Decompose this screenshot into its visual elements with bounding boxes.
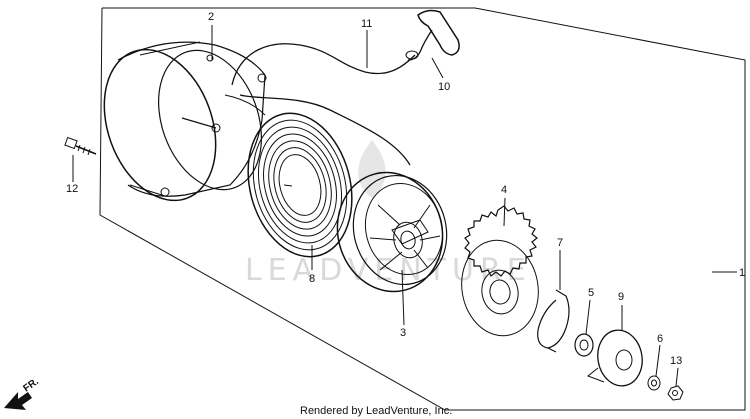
callout-4: 4 [501, 184, 507, 196]
part-4-ratchet-gear [461, 205, 539, 337]
callout-1: 1 [739, 267, 745, 279]
part-6-washer [647, 375, 661, 391]
part-5-washer [574, 333, 594, 357]
watermark-text: LEADVENTURE [245, 253, 532, 288]
part-12-flange-bolt [64, 136, 97, 156]
callout-11: 11 [361, 18, 372, 30]
part-10-starter-grip [405, 9, 460, 61]
front-direction-indicator: FR. [4, 376, 41, 410]
part-9-friction-plate [587, 329, 643, 387]
callout-8: 8 [309, 273, 315, 285]
callout-13: 13 [670, 355, 682, 367]
callout-7: 7 [557, 237, 563, 249]
callout-2: 2 [208, 11, 214, 23]
callout-9: 9 [618, 291, 624, 303]
front-arrow-icon [4, 392, 32, 410]
part-11-starter-rope [231, 43, 416, 86]
front-direction-label: FR. [21, 376, 41, 394]
part-7-friction-spring [537, 289, 570, 349]
part-13-nut [667, 385, 684, 401]
callout-10: 10 [438, 81, 450, 93]
callout-6: 6 [657, 333, 663, 345]
leader-lines [72, 25, 737, 387]
assembly-outline [99, 7, 746, 411]
part-2-fan-cover [103, 41, 267, 202]
watermark-flame-icon [358, 140, 386, 198]
footer-credit: Rendered by LeadVenture, Inc. [300, 405, 452, 417]
callout-5: 5 [588, 287, 594, 299]
callout-12: 12 [66, 183, 78, 195]
part-3-starter-reel [336, 171, 448, 293]
part-8-recoil-spring [247, 112, 353, 258]
callout-3: 3 [400, 327, 406, 339]
